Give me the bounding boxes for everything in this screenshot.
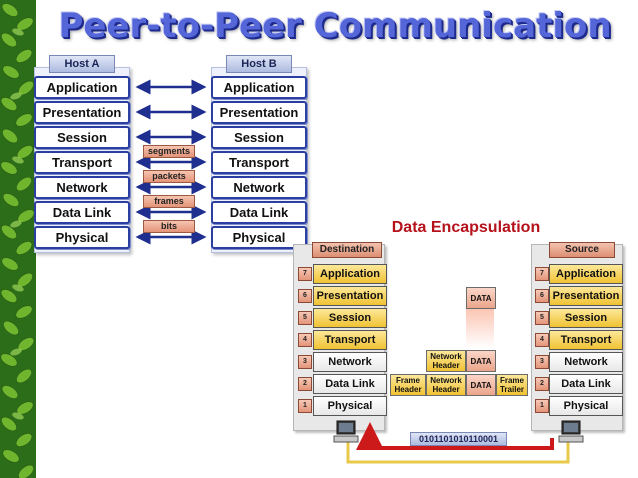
host-a-layer-application: Application <box>34 76 130 99</box>
host-a-layer-session: Session <box>34 126 130 149</box>
destination-label: Destination <box>312 242 382 258</box>
host-b-layer-transport: Transport <box>211 151 307 174</box>
pdu-bits: bits <box>143 220 195 233</box>
src-layer-number-5: 5 <box>535 311 549 325</box>
host-a-layer-physical: Physical <box>34 226 130 249</box>
yellow-cable <box>346 438 570 464</box>
src-layer-transport: Transport <box>549 330 623 350</box>
bitstream-label: 0101101010110001 <box>410 432 507 446</box>
host-b-layer-application: Application <box>211 76 307 99</box>
host-a-layer-transport: Transport <box>34 151 130 174</box>
dest-layer-transport: Transport <box>313 330 387 350</box>
dest-layer-network: Network <box>313 352 387 372</box>
src-layer-number-7: 7 <box>535 267 549 281</box>
peer-arrows <box>135 79 207 245</box>
dest-layer-number-6: 6 <box>298 289 312 303</box>
source-label: Source <box>549 242 615 258</box>
src-layer-network: Network <box>549 352 623 372</box>
src-layer-number-1: 1 <box>535 399 549 413</box>
host-b-layer-session: Session <box>211 126 307 149</box>
src-layer-number-2: 2 <box>535 377 549 391</box>
destination-computer-icon <box>333 420 359 443</box>
source-computer-icon <box>558 420 584 443</box>
src-layer-application: Application <box>549 264 623 284</box>
data-block-frame: DATA <box>466 374 496 396</box>
red-signal-arrow <box>356 422 554 450</box>
dest-layer-session: Session <box>313 308 387 328</box>
pdu-frames: frames <box>143 195 195 208</box>
dest-layer-number-5: 5 <box>298 311 312 325</box>
network-cabling <box>346 422 570 464</box>
frame-header-block: Frame Header <box>390 374 426 396</box>
host-a-label: Host A <box>49 55 115 73</box>
leaf-border-decoration <box>0 0 36 478</box>
src-layer-session: Session <box>549 308 623 328</box>
src-layer-number-3: 3 <box>535 355 549 369</box>
src-layer-number-4: 4 <box>535 333 549 347</box>
network-header-block-frame: Network Header <box>426 374 466 396</box>
dest-layer-number-4: 4 <box>298 333 312 347</box>
host-b-layer-network: Network <box>211 176 307 199</box>
pdu-segments: segments <box>143 145 195 158</box>
pdu-packets: packets <box>143 170 195 183</box>
dest-layer-number-2: 2 <box>298 377 312 391</box>
src-layer-data-link: Data Link <box>549 374 623 394</box>
host-b-layer-data-link: Data Link <box>211 201 307 224</box>
dest-layer-number-3: 3 <box>298 355 312 369</box>
dest-layer-presentation: Presentation <box>313 286 387 306</box>
host-a-layer-data-link: Data Link <box>34 201 130 224</box>
src-layer-physical: Physical <box>549 396 623 416</box>
dest-layer-data-link: Data Link <box>313 374 387 394</box>
data-block-network: DATA <box>466 350 496 372</box>
dest-layer-physical: Physical <box>313 396 387 416</box>
frame-trailer-block: Frame Trailer <box>496 374 528 396</box>
host-b-layer-physical: Physical <box>211 226 307 249</box>
dest-layer-application: Application <box>313 264 387 284</box>
src-layer-number-6: 6 <box>535 289 549 303</box>
host-a-layer-network: Network <box>34 176 130 199</box>
data-block-top: DATA <box>466 287 496 309</box>
dest-layer-number-1: 1 <box>298 399 312 413</box>
page-title: Peer-to-Peer Communication <box>58 6 612 46</box>
dest-layer-number-7: 7 <box>298 267 312 281</box>
encapsulation-title: Data Encapsulation <box>391 219 541 236</box>
src-layer-presentation: Presentation <box>549 286 623 306</box>
host-b-layer-presentation: Presentation <box>211 101 307 124</box>
data-fade-trail <box>466 306 494 348</box>
host-b-label: Host B <box>226 55 292 73</box>
host-a-layer-presentation: Presentation <box>34 101 130 124</box>
network-header-block: Network Header <box>426 350 466 372</box>
